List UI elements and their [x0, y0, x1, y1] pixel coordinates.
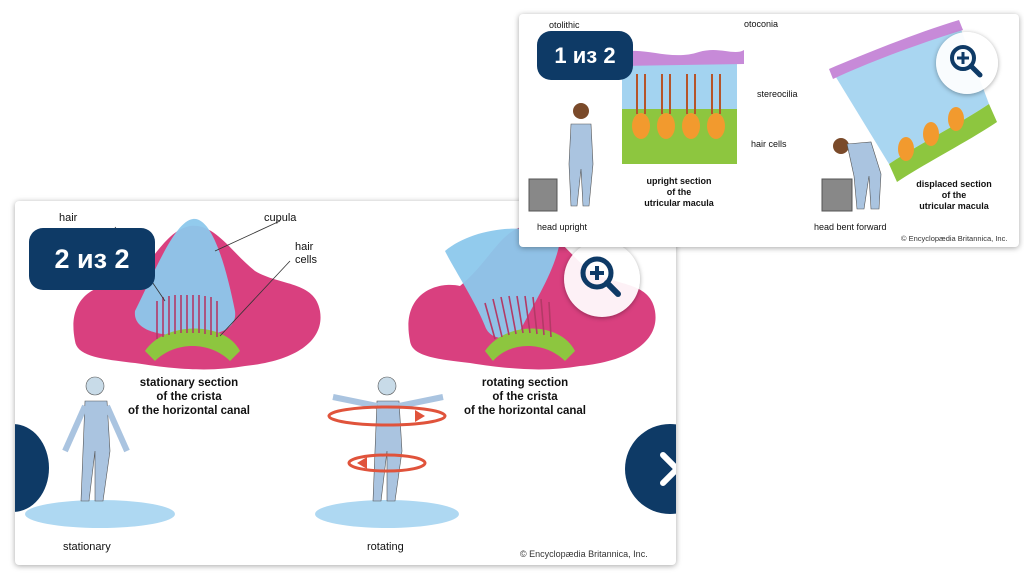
label-hair-cells-2: cells [295, 254, 318, 266]
upright-person-figure [528, 103, 594, 212]
copyright-text: © Encyclopædia Britannica, Inc. [520, 549, 648, 559]
zoom-button[interactable] [936, 32, 998, 94]
slide-card-1[interactable]: 1 из 2 otolithic otoconia stereocilia ha… [519, 14, 1019, 247]
caption-displaced-line3: utricular macula [919, 201, 989, 211]
label-cupula: cupula [264, 212, 297, 224]
slide-counter-badge: 2 из 2 [29, 228, 155, 290]
caption-upright-line1: upright section [646, 176, 712, 186]
label-hair-cells-1: hair [295, 241, 314, 253]
rotating-skater-figure [315, 376, 459, 528]
slide-card-2[interactable]: 2 из 2 hair cupula hair cells stationary… [15, 201, 676, 565]
zoom-button[interactable] [564, 241, 640, 317]
label-stationary: stationary [63, 541, 111, 553]
chevron-right-icon [660, 452, 676, 486]
caption-upright-line2: of the [666, 187, 692, 197]
label-otolithic: otolithic [549, 20, 580, 30]
bent-person-figure [821, 138, 882, 212]
next-slide-button[interactable] [625, 424, 676, 514]
upright-macula [619, 50, 744, 164]
rotating-crista [408, 225, 656, 370]
caption-rotating-section-line3: of the horizontal canal [463, 405, 587, 417]
magnifier-plus-icon [950, 45, 983, 78]
label-stereocilia: stereocilia [757, 89, 798, 99]
caption-stationary-section-line3: of the horizontal canal [127, 405, 251, 417]
caption-rotating-section-line1: rotating section [481, 377, 569, 389]
label-hair-cells: hair cells [751, 139, 787, 149]
prev-slide-button[interactable] [15, 424, 49, 512]
label-otoconia: otoconia [744, 19, 779, 29]
stationary-crista [73, 218, 321, 370]
label-head-upright: head upright [537, 222, 588, 232]
caption-rotating-section-line2: of the crista [492, 391, 558, 403]
label-head-bent-forward: head bent forward [814, 222, 887, 232]
caption-upright-line3: utricular macula [644, 198, 714, 208]
label-hair: hair [59, 212, 78, 224]
copyright-text: © Encyclopædia Britannica, Inc. [901, 234, 1008, 243]
caption-displaced-line1: displaced section [916, 179, 992, 189]
crista-illustration [25, 218, 656, 528]
slide-counter-badge: 1 из 2 [537, 31, 633, 80]
stationary-skater-figure [25, 376, 175, 528]
magnifier-plus-icon [580, 256, 621, 297]
caption-stationary-section-line2: of the crista [156, 391, 222, 403]
caption-displaced-line2: of the [941, 190, 967, 200]
label-rotating: rotating [367, 541, 404, 553]
chevron-left-icon [15, 424, 49, 512]
caption-stationary-section-line1: stationary section [139, 377, 239, 389]
